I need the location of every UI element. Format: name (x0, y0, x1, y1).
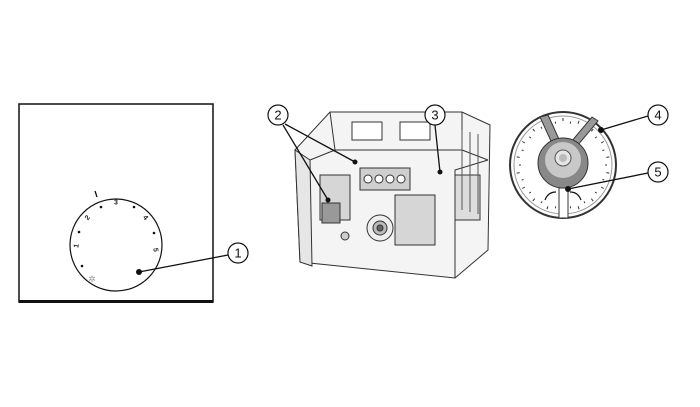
dial-tick (521, 149, 524, 152)
dial-tick (532, 198, 536, 202)
callout-2-label: 2 (274, 108, 281, 123)
dial-tick (590, 128, 594, 132)
callout-3-leader (434, 124, 441, 173)
dial-tick (522, 141, 526, 144)
callout-3-label: 3 (431, 108, 438, 123)
callout-5 (647, 161, 669, 183)
callout-1-label: 1 (234, 246, 241, 261)
callout-3-anchor (437, 169, 443, 175)
scale-label-5: 5 (151, 248, 158, 253)
callout-2-anchor-a (352, 159, 358, 165)
dial-tick (594, 136, 598, 139)
scale-label-3: 3 (114, 200, 118, 207)
dial-tick (577, 120, 580, 124)
dial-tick (583, 201, 586, 204)
scale-label-4: 4 (141, 214, 149, 222)
callout-1 (227, 242, 249, 264)
callout-4-leader (600, 115, 649, 131)
dial-tick (600, 186, 604, 189)
dial-tick (522, 186, 526, 189)
setpoint-limit-dial-view (509, 111, 649, 219)
dial-tick (606, 172, 610, 174)
terminal-block (359, 167, 411, 191)
callout-1-leader (138, 254, 229, 273)
cover-bottom-edge (19, 300, 213, 303)
callout-4 (647, 104, 669, 126)
scale-dots (77, 205, 156, 268)
dial-tick (594, 191, 598, 194)
dial-tick (521, 178, 524, 181)
snowflake-icon: ✲ (88, 274, 96, 284)
dial-tick (546, 206, 549, 210)
scale-label-2: 2 (84, 214, 92, 222)
arrow-right-icon (569, 191, 582, 201)
callout-2-anchor-b (325, 197, 331, 203)
callout-2-leaders (282, 123, 356, 201)
connector (321, 202, 341, 224)
knob-top-mark (94, 190, 98, 198)
dial-tick (600, 141, 604, 144)
callout-3 (424, 104, 446, 126)
dial-tick (602, 149, 605, 152)
callout-2 (267, 104, 289, 126)
callout-4-label: 4 (654, 108, 661, 123)
dial-tick (528, 136, 532, 139)
dial-tick (516, 156, 520, 158)
dial-tick (602, 178, 605, 181)
dial-tick (528, 191, 532, 194)
callout-5-leader (567, 172, 649, 190)
front-cover-view: 1 2 3 4 5 ✲ (18, 103, 229, 303)
dial-tick (516, 172, 520, 174)
arrow-left-icon (544, 191, 557, 201)
dial-tick (532, 128, 536, 132)
scale-label-1: 1 (73, 243, 81, 248)
callout-5-label: 5 (654, 165, 661, 180)
dial-tick (540, 126, 543, 129)
dial-tick (540, 201, 543, 204)
locking-slider[interactable] (558, 187, 569, 219)
dial-tick (577, 206, 580, 210)
setpoint-knob[interactable] (69, 198, 163, 292)
base-plate-view (294, 111, 491, 279)
dial-tick (590, 198, 594, 202)
dial-tick (606, 156, 610, 158)
